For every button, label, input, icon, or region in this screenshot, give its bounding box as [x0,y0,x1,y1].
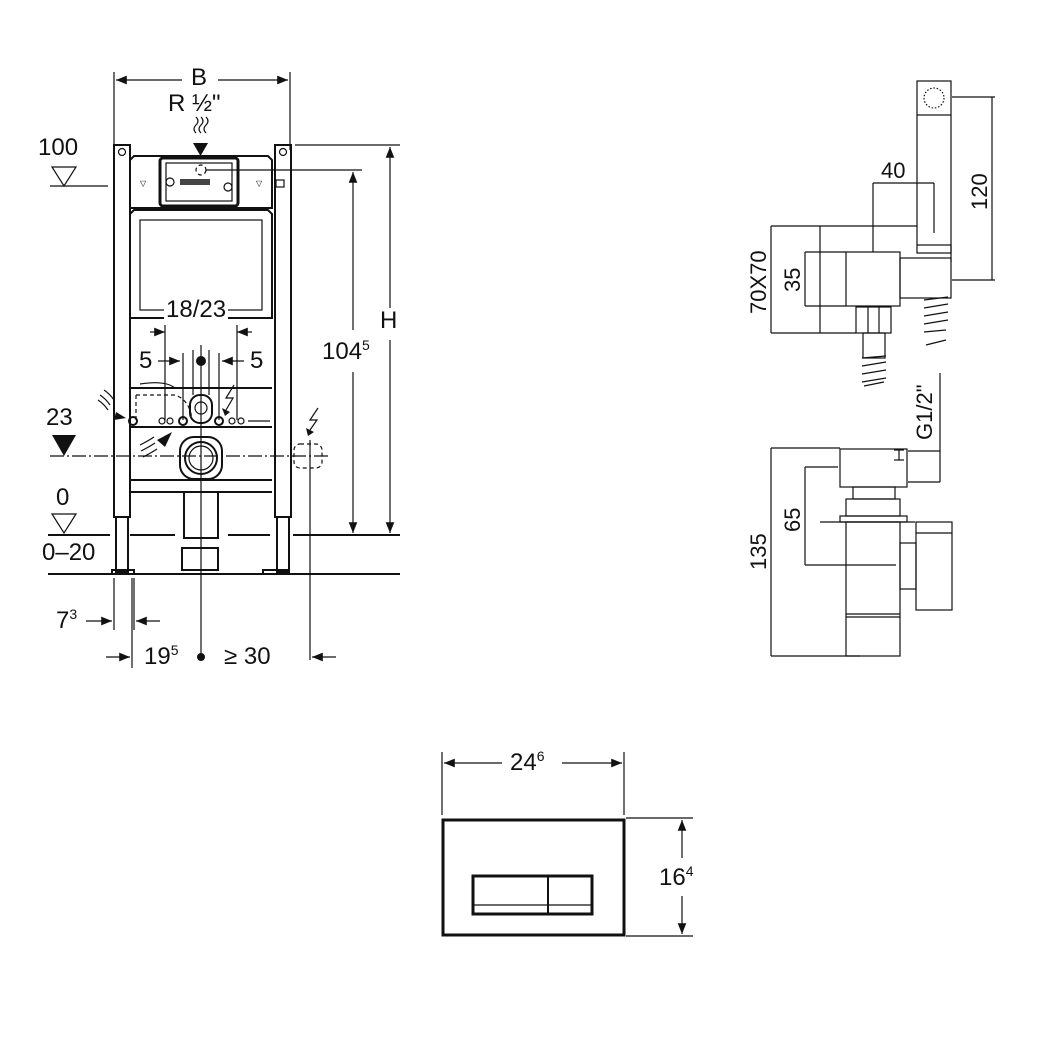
width-b-label: B [191,64,208,91]
dim-70x70-label: 70X70 [746,250,771,314]
level-0-label: 0 [56,484,70,511]
dim-40-label: 40 [881,158,906,183]
offset-left-label: 5 [139,347,153,374]
water-inlet-label: R ½" [168,90,221,117]
dim-135-label: 135 [746,533,771,570]
dim-65-label: 65 [780,507,805,532]
min-clearance-label: ≥ 30 [224,643,271,670]
svg-text:▽: ▽ [140,179,147,188]
shower-valve-drawing [770,373,953,657]
svg-text:▽: ▽ [256,179,263,188]
level-23-label: 23 [46,404,73,431]
foot-offset-label: 73 [56,606,78,634]
fixing-spacing-label: 18/23 [164,296,229,323]
dim-120-label: 120 [967,173,992,210]
center-offset-label: 195 [144,642,179,670]
thread-g12-label: G1/2" [912,384,937,440]
height-h-label: H [380,307,398,334]
hygienic-shower-side-drawing [770,80,995,387]
flush-plate-drawing [441,752,693,937]
height-1045-label: 1045 [322,337,370,365]
offset-right-label: 5 [250,347,264,374]
plate-height-label: 164 [659,863,694,891]
dim-35-label: 35 [780,267,805,292]
installation-frame-drawing: ▽ ▽ [48,72,400,668]
floor-range-label: 0–20 [42,539,96,566]
plate-width-label: 246 [510,748,545,776]
level-100-label: 100 [38,134,79,161]
